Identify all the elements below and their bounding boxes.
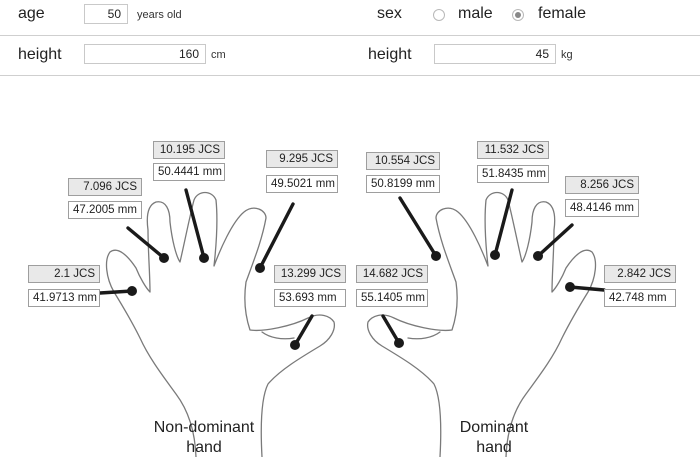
left-thumb-mm: 53.693 mm xyxy=(274,289,346,307)
non-dominant-caption-line1: Non-dominant xyxy=(153,419,255,436)
right-index-mm: 50.8199 mm xyxy=(366,175,440,193)
left-thumb-crease xyxy=(261,331,295,340)
pointer-dot-right-little xyxy=(565,282,575,292)
weight-unit: kg xyxy=(561,49,573,61)
sex-female-label[interactable]: female xyxy=(538,5,587,22)
pointer-dot-left-ring xyxy=(159,253,169,263)
left-thumb-jcs: 13.299 JCS xyxy=(274,265,346,283)
weight-label: height xyxy=(368,46,412,63)
pointer-line-left-middle xyxy=(184,188,206,260)
dominant-hand-caption: Dominant hand xyxy=(434,418,554,458)
right-thumb-jcs: 14.682 JCS xyxy=(356,265,428,283)
sex-female-radio[interactable] xyxy=(512,9,524,21)
pointer-line-left-little xyxy=(98,289,134,295)
pointer-line-right-middle xyxy=(493,188,514,257)
pointer-line-left-index xyxy=(258,202,295,270)
pointer-line-left-thumb xyxy=(293,314,314,347)
dominant-caption-line1: Dominant xyxy=(459,419,529,436)
dominant-caption-line2: hand xyxy=(476,439,512,456)
pointer-dot-right-thumb xyxy=(394,338,404,348)
pointer-line-right-little xyxy=(568,285,606,292)
height-label: height xyxy=(18,46,62,63)
age-label: age xyxy=(18,5,45,22)
right-middle-mm: 51.8435 mm xyxy=(477,165,549,183)
left-ring-jcs: 7.096 JCS xyxy=(68,178,142,196)
pointer-line-right-index xyxy=(398,196,438,258)
left-middle-jcs: 10.195 JCS xyxy=(153,141,225,159)
left-index-jcs: 9.295 JCS xyxy=(266,150,338,168)
pointer-line-right-thumb xyxy=(381,314,401,345)
left-little-jcs: 2.1 JCS xyxy=(28,265,100,283)
left-index-mm: 49.5021 mm xyxy=(266,175,338,193)
right-little-mm: 42.748 mm xyxy=(604,289,676,307)
pointer-line-left-ring xyxy=(126,226,166,260)
right-ring-jcs: 8.256 JCS xyxy=(565,176,639,194)
left-ring-mm: 47.2005 mm xyxy=(68,201,142,219)
age-unit: years old xyxy=(137,9,182,21)
right-thumb-crease xyxy=(407,331,441,340)
form-bottom-divider xyxy=(0,75,700,76)
pointer-dot-right-index xyxy=(431,251,441,261)
form-divider xyxy=(0,35,700,36)
pointer-dot-left-thumb xyxy=(290,340,300,350)
left-little-mm: 41.9713 mm xyxy=(28,289,100,307)
pointer-dot-left-little xyxy=(127,286,137,296)
left-hand-outline xyxy=(105,191,336,457)
pointer-dot-right-middle xyxy=(490,250,500,260)
sex-male-radio[interactable] xyxy=(433,9,445,21)
right-index-jcs: 10.554 JCS xyxy=(366,152,440,170)
non-dominant-hand-caption: Non-dominant hand xyxy=(134,418,274,458)
pointer-dot-left-middle xyxy=(199,253,209,263)
non-dominant-caption-line2: hand xyxy=(186,439,222,456)
height-unit: cm xyxy=(211,49,226,61)
pointer-dot-right-ring xyxy=(533,251,543,261)
right-middle-jcs: 11.532 JCS xyxy=(477,141,549,159)
right-ring-mm: 48.4146 mm xyxy=(565,199,639,217)
right-little-jcs: 2.842 JCS xyxy=(604,265,676,283)
height-input[interactable] xyxy=(84,44,206,64)
pointer-line-right-ring xyxy=(536,223,574,258)
right-thumb-mm: 55.1405 mm xyxy=(356,289,428,307)
pointer-dot-left-index xyxy=(255,263,265,273)
left-middle-mm: 50.4441 mm xyxy=(153,163,225,181)
age-input[interactable] xyxy=(84,4,128,24)
sex-label: sex xyxy=(377,5,402,22)
sex-male-label[interactable]: male xyxy=(458,5,493,22)
weight-input[interactable] xyxy=(434,44,556,64)
